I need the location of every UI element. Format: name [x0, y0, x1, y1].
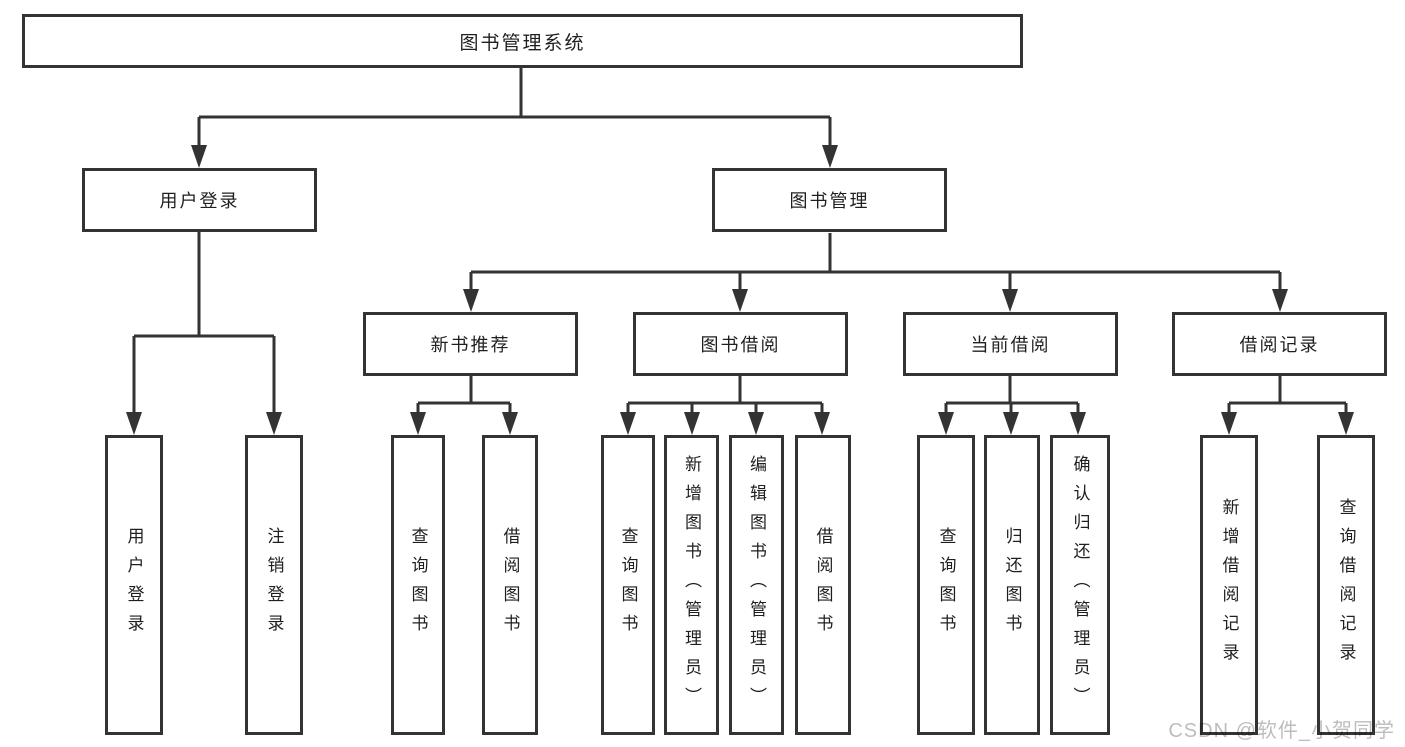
leaf-record-query-record: 查询借阅记录 [1317, 435, 1375, 735]
node-label: 查询图书 [408, 527, 428, 643]
arrow-down-icon [126, 412, 142, 435]
node-label: 图书管理 [789, 191, 870, 211]
arrow-down-icon [410, 412, 426, 435]
leaf-recommend-query-book: 查询图书 [391, 435, 445, 735]
node-borrow-record: 借阅记录 [1172, 312, 1387, 376]
leaf-logout: 注销登录 [245, 435, 303, 735]
arrow-down-icon [1338, 412, 1354, 435]
leaf-record-add-record: 新增借阅记录 [1200, 435, 1258, 735]
arrow-down-icon [191, 145, 207, 168]
node-label: 借阅图书 [813, 527, 833, 643]
node-label: 用户登录 [159, 191, 240, 211]
node-book-management: 图书管理 [712, 168, 947, 232]
node-label: 当前借阅 [970, 335, 1051, 355]
node-book-borrow: 图书借阅 [633, 312, 848, 376]
arrow-down-icon [620, 412, 636, 435]
leaf-user-login: 用户登录 [105, 435, 163, 735]
leaf-current-confirm-return-admin: 确认归还（管理员） [1050, 435, 1110, 735]
node-label: 查询借阅记录 [1336, 498, 1356, 672]
node-label: 图书借阅 [700, 335, 781, 355]
arrow-down-icon [266, 412, 282, 435]
arrow-down-icon [1070, 412, 1086, 435]
node-label: 用户登录 [124, 527, 144, 643]
node-label: 查询图书 [936, 527, 956, 643]
arrow-down-icon [502, 412, 518, 435]
arrow-down-icon [1003, 412, 1019, 435]
leaf-current-return-book: 归还图书 [984, 435, 1040, 735]
node-current-borrow: 当前借阅 [903, 312, 1118, 376]
arrow-down-icon [814, 412, 830, 435]
node-label: 注销登录 [264, 527, 284, 643]
node-label: 图书管理系统 [459, 32, 586, 54]
node-new-book-recommend: 新书推荐 [363, 312, 578, 376]
node-label: 归还图书 [1002, 527, 1022, 643]
node-label: 借阅图书 [500, 527, 520, 643]
node-label: 查询图书 [618, 527, 638, 643]
arrow-down-icon [1221, 412, 1237, 435]
leaf-borrow-edit-book-admin: 编辑图书（管理员） [729, 435, 784, 735]
node-root-system: 图书管理系统 [22, 14, 1023, 68]
tree-edges [132, 68, 1348, 413]
csdn-watermark: CSDN @软件_小贺同学 [1168, 720, 1395, 742]
arrow-down-icon [732, 289, 748, 312]
leaf-borrow-add-book-admin: 新增图书（管理员） [664, 435, 719, 735]
arrow-down-icon [463, 289, 479, 312]
leaf-recommend-borrow-book: 借阅图书 [482, 435, 538, 735]
node-label: 借阅记录 [1239, 335, 1320, 355]
node-label: 确认归还（管理员） [1070, 454, 1090, 716]
arrow-down-icon [748, 412, 764, 435]
arrowheads [126, 145, 1354, 435]
leaf-current-query-book: 查询图书 [917, 435, 975, 735]
node-user-login: 用户登录 [82, 168, 317, 232]
leaf-borrow-query-book: 查询图书 [601, 435, 655, 735]
leaf-borrow-borrow-book: 借阅图书 [795, 435, 851, 735]
node-label: 新增图书（管理员） [682, 454, 701, 716]
arrow-down-icon [1002, 289, 1018, 312]
arrow-down-icon [1272, 289, 1288, 312]
node-label: 新增借阅记录 [1219, 498, 1239, 672]
arrow-down-icon [822, 145, 838, 168]
arrow-down-icon [684, 412, 700, 435]
node-label: 编辑图书（管理员） [747, 454, 766, 716]
arrow-down-icon [938, 412, 954, 435]
node-label: 新书推荐 [430, 335, 511, 355]
